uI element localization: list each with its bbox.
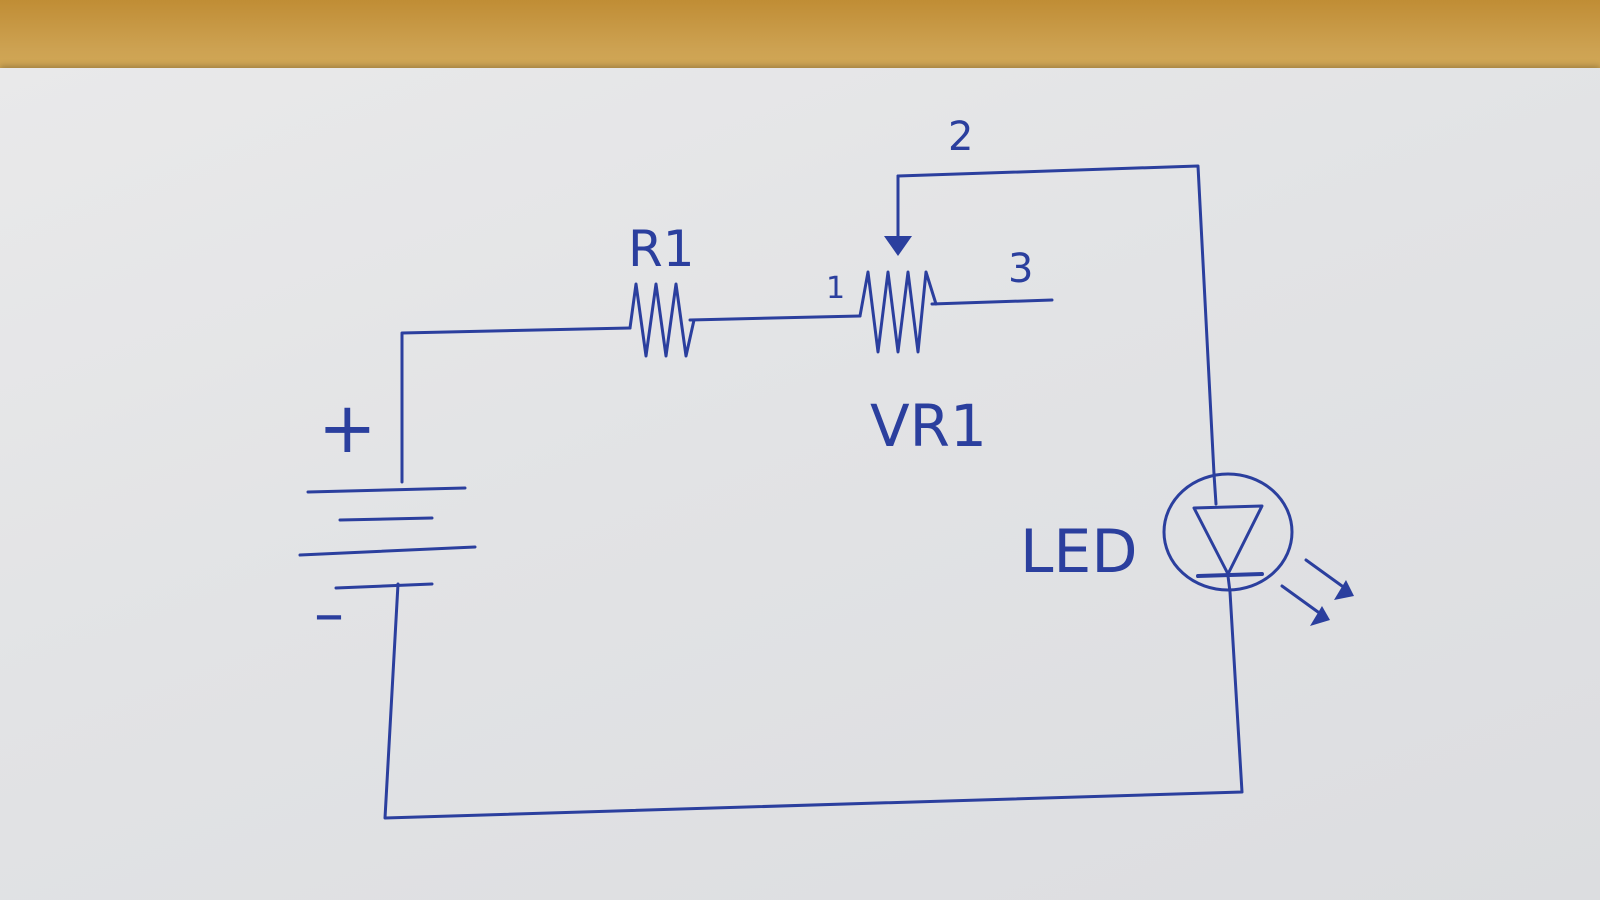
wire-pot-pin3: [930, 298, 1054, 306]
label-r1: R1: [628, 220, 695, 278]
paper-sheet: [0, 68, 1600, 900]
wire-r1-to-pot: [688, 314, 862, 322]
label-led: LED: [1020, 517, 1138, 587]
resistor-r1: [628, 282, 696, 358]
potentiometer-vr1: [858, 270, 938, 354]
label-plus: +: [318, 387, 377, 469]
wires: [383, 164, 1244, 820]
label-minus: –: [314, 579, 344, 649]
wire-battery-to-r1: [400, 326, 632, 484]
light-arrows: [1280, 558, 1354, 626]
battery-symbol: [298, 486, 477, 590]
label-pin-1: 1: [826, 271, 845, 306]
wire-led-to-battery: [383, 582, 1244, 820]
wiper-arrowhead: [884, 236, 912, 256]
label-pin-3: 3: [1008, 246, 1033, 292]
led-symbol: [1162, 472, 1294, 594]
label-pin-2: 2: [948, 114, 973, 160]
label-vr1: VR1: [870, 392, 987, 460]
